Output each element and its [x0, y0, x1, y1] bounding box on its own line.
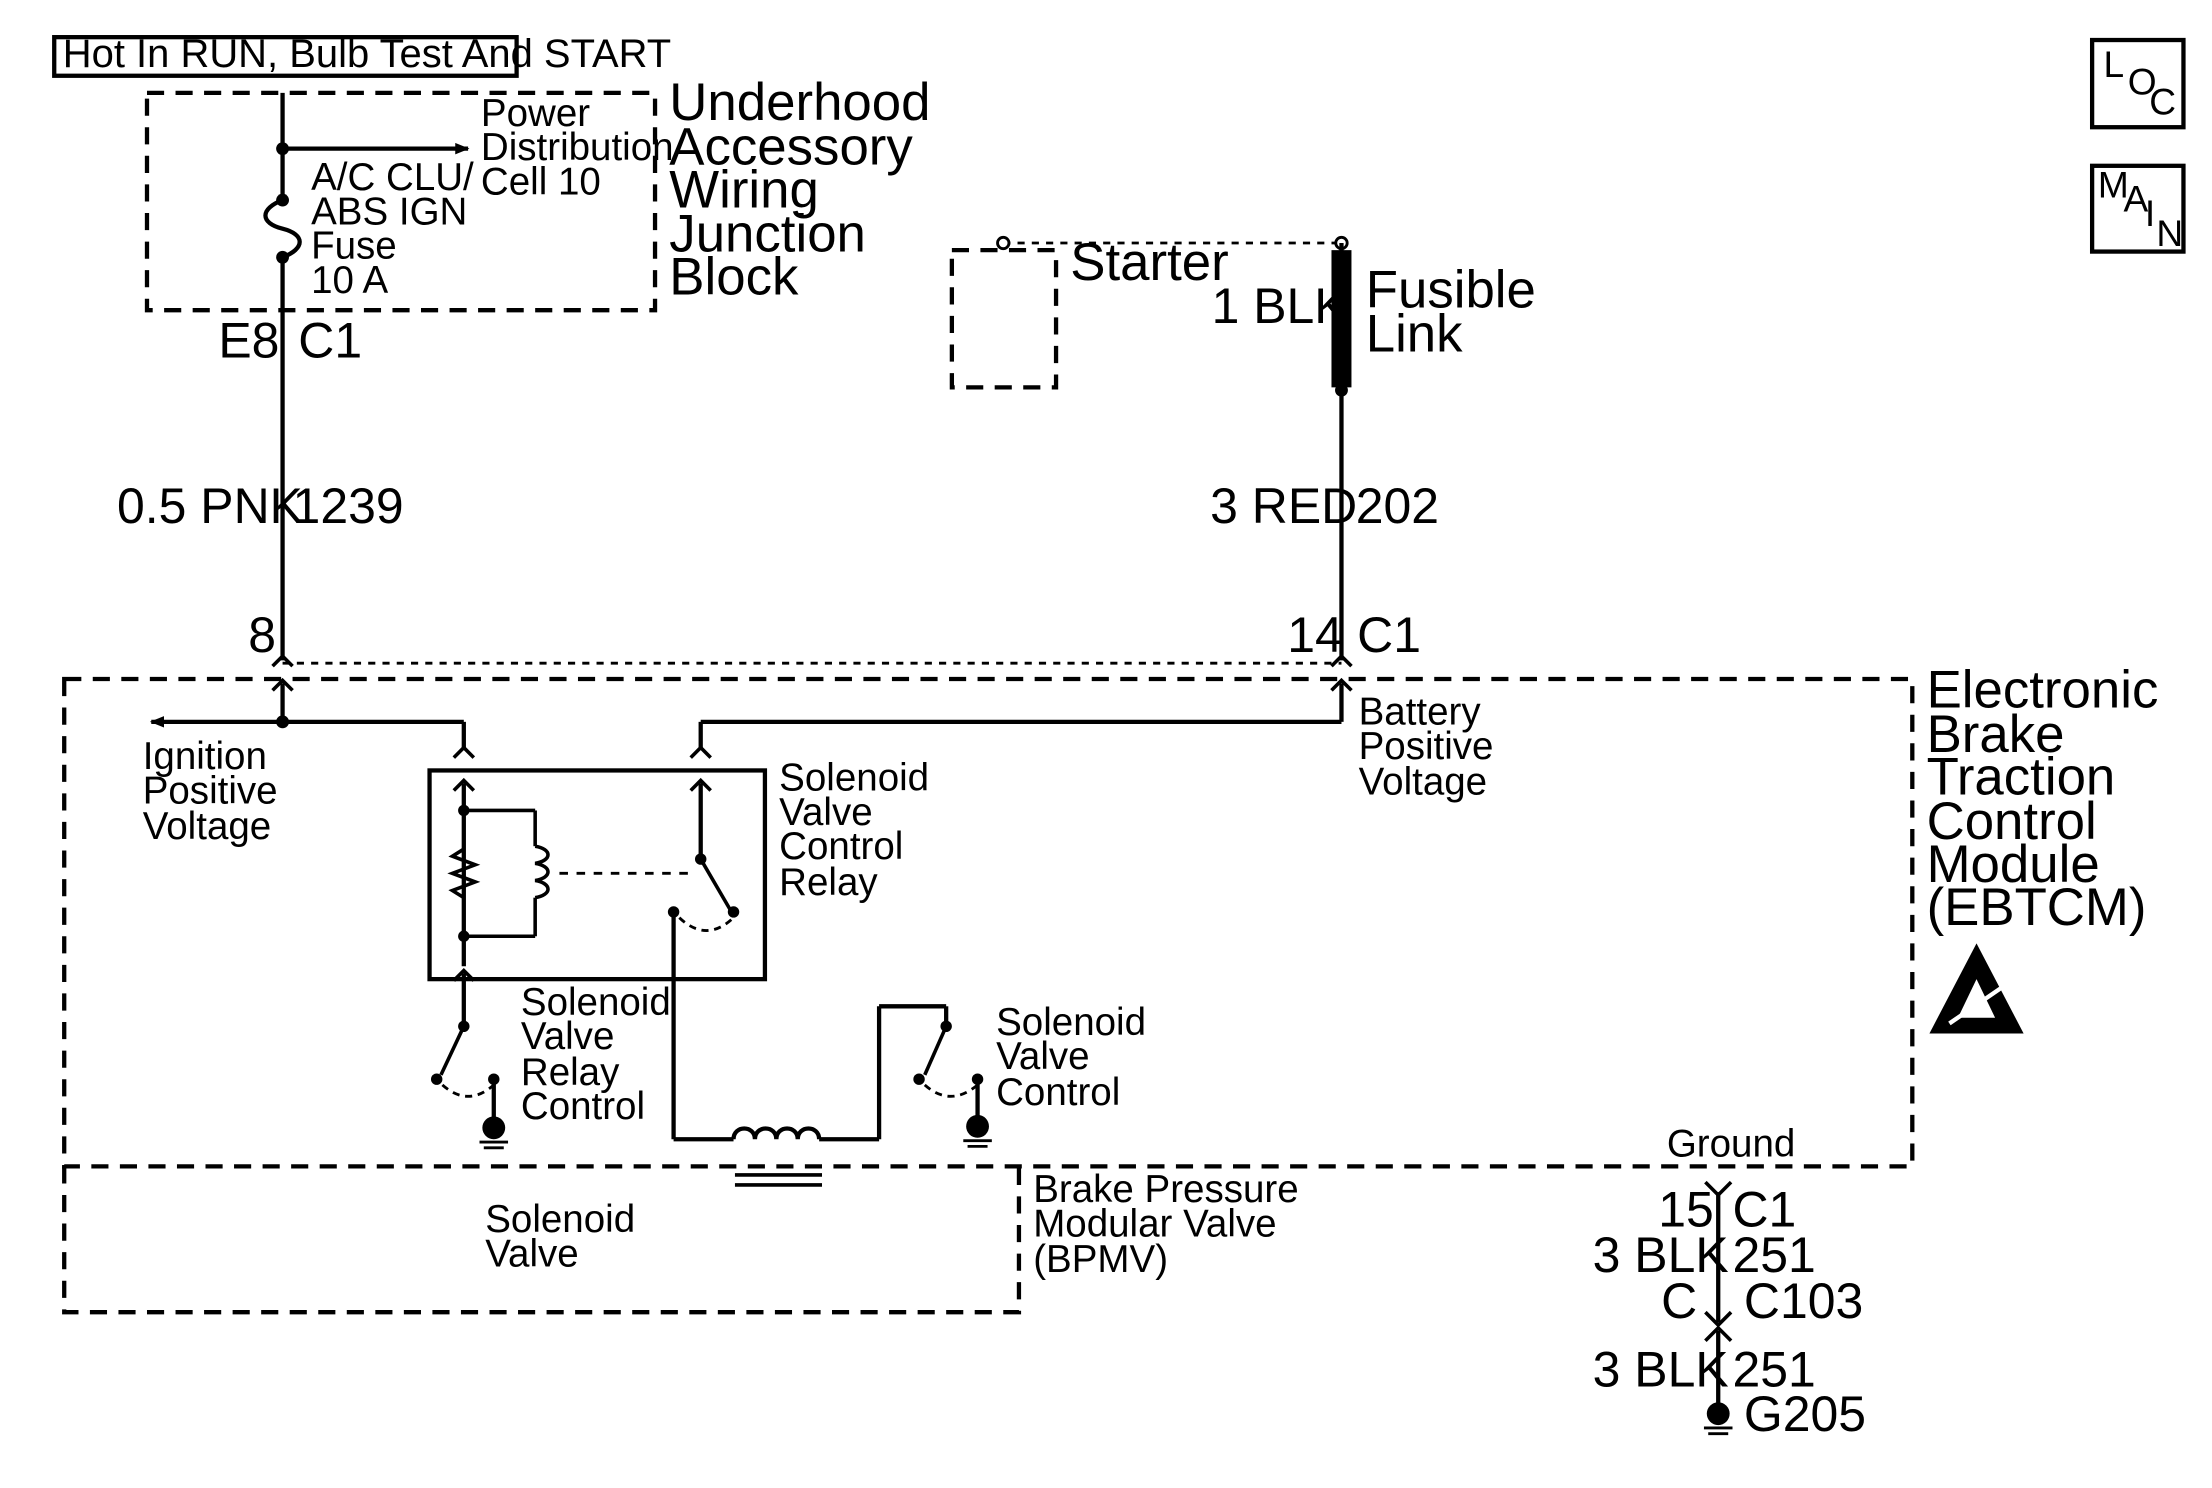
ground-icon: [1703, 1402, 1733, 1436]
ignition-wire-color: 0.5 PNK: [117, 478, 303, 534]
relay-control-line-3: Relay: [521, 1051, 620, 1094]
ground-icon: [963, 1114, 992, 1148]
fusible-link-label-1: Fusible: [1366, 260, 1536, 319]
fusible-link: Fusible Link 1 BLK: [1212, 242, 1536, 397]
fuse-label-line-4: 10 A: [311, 259, 388, 302]
ebtcm-title-3: Traction: [1927, 748, 2116, 807]
power-distribution-line-1: Power: [481, 92, 590, 135]
main-letter-4: N: [2156, 212, 2183, 254]
starter: Starter: [949, 233, 1349, 390]
inline-connector-c103: C103: [1744, 1273, 1863, 1329]
ignition-wire-circuit: 1239: [293, 478, 404, 534]
ebtcm-title-6: (EBTCM): [1927, 878, 2147, 937]
valve-control-line-2: Valve: [996, 1035, 1089, 1078]
ignition-voltage-line-3: Voltage: [143, 805, 272, 848]
fusible-link-label-2: Link: [1366, 305, 1463, 364]
ground-connector-c1: C1: [1732, 1181, 1796, 1237]
ground-label: Ground: [1667, 1122, 1795, 1165]
battery-voltage-line-2: Positive: [1359, 725, 1494, 768]
main-letter-2: A: [2124, 178, 2149, 220]
loc-letter-3: C: [2149, 80, 2176, 122]
underhood-title-line-4: Junction: [669, 205, 866, 264]
relay-label-line-3: Control: [779, 825, 903, 868]
battery-voltage-line-1: Battery: [1359, 691, 1482, 734]
relay-label-line-2: Valve: [779, 791, 872, 834]
ground-icon: [479, 1116, 509, 1150]
loc-letter-1: L: [2104, 43, 2125, 85]
esd-warning-icon: [1929, 943, 2024, 1034]
relay-control-line-4: Control: [521, 1085, 645, 1128]
fuse-label-line-2: ABS IGN: [311, 190, 467, 233]
power-note: Hot In RUN, Bulb Test And START: [52, 32, 671, 78]
ground-wire1-circuit: 251: [1732, 1227, 1815, 1283]
fuse-icon: [263, 193, 302, 264]
power-note-text: Hot In RUN, Bulb Test And START: [63, 32, 671, 76]
valve-control-line-3: Control: [996, 1071, 1120, 1114]
ebtcm-title-2: Brake: [1927, 705, 2065, 764]
power-distribution-line-3: Cell 10: [481, 160, 601, 203]
ignition-pin-8: 8: [248, 607, 276, 663]
main-button[interactable]: M A I N: [2089, 163, 2186, 254]
fusible-link-wire: 1 BLK: [1212, 278, 1348, 334]
battery-wire-color: 3 RED: [1210, 478, 1357, 534]
relay-control-line-2: Valve: [521, 1015, 614, 1058]
underhood-title-line-3: Wiring: [669, 160, 819, 219]
fuse-label-line-3: Fuse: [311, 225, 397, 268]
ebtcm-module: Electronic Brake Traction Control Module…: [62, 661, 2159, 1169]
ignition-wire: 0.5 PNK 1239 8: [117, 257, 404, 663]
underhood-title-line-5: Block: [669, 247, 799, 306]
underhood-junction-block: Underhood Accessory Wiring Junction Bloc…: [144, 73, 931, 313]
fuse-label-line-1: A/C CLU/: [311, 156, 474, 199]
ignition-voltage-line-2: Positive: [143, 769, 278, 812]
solenoid-valve-relay-control-switch: [430, 973, 509, 1150]
ground-pin-15: 15: [1658, 1181, 1714, 1237]
ebtcm-title-5: Module: [1927, 835, 2100, 894]
bpmv-title-line-2: Modular Valve: [1033, 1202, 1276, 1245]
ebtcm-title-1: Electronic: [1927, 661, 2159, 720]
ground-wire2-circuit: 251: [1732, 1341, 1815, 1397]
power-distribution-line-2: Distribution: [481, 126, 674, 169]
inline-pin-c: C: [1661, 1273, 1697, 1329]
battery-wire: 3 RED 202 14 C1: [1210, 390, 1439, 663]
ignition-voltage-line-1: Ignition: [143, 735, 267, 778]
main-letter-3: I: [2145, 192, 2155, 234]
connector-c1-battery: C1: [1357, 607, 1421, 663]
battery-pin-14: 14: [1287, 607, 1343, 663]
connector-c1-top: C1: [298, 312, 362, 368]
loc-button[interactable]: L O C: [2089, 37, 2186, 130]
bpmv-title-line-1: Brake Pressure: [1033, 1168, 1298, 1211]
battery-voltage-line-3: Voltage: [1359, 761, 1488, 804]
underhood-title-line-1: Underhood: [669, 73, 930, 132]
relay-control-line-1: Solenoid: [521, 981, 671, 1024]
bpmv-title-line-3: (BPMV): [1033, 1238, 1168, 1281]
ground-circuit: 15 C1 3 BLK 251 C C103 3 BLK 251 G205: [1593, 1180, 1866, 1442]
battery-wire-circuit: 202: [1356, 478, 1439, 534]
relay-label-line-4: Relay: [779, 861, 878, 904]
bpmv-solenoid-line-2: Valve: [485, 1232, 578, 1275]
relay-label-line-1: Solenoid: [779, 756, 929, 799]
bpmv-module: Solenoid Valve Brake Pressure Modular Va…: [62, 1166, 1299, 1315]
ground-wire1-color: 3 BLK: [1593, 1227, 1729, 1283]
valve-control-line-1: Solenoid: [996, 1001, 1146, 1044]
ebtcm-title-4: Control: [1927, 792, 2097, 851]
ground-wire2-color: 3 BLK: [1593, 1341, 1729, 1397]
terminal-e8: E8: [218, 312, 279, 368]
starter-label: Starter: [1070, 233, 1228, 292]
main-letter-1: M: [2098, 163, 2129, 205]
ground-point-g205: G205: [1744, 1386, 1866, 1442]
loc-letter-2: O: [2128, 60, 2157, 102]
underhood-title-line-2: Accessory: [669, 117, 913, 176]
solenoid-valve-control-relay: [427, 768, 768, 982]
solenoid-valve-control-switch: [913, 1006, 992, 1148]
bpmv-solenoid-line-1: Solenoid: [485, 1198, 635, 1241]
